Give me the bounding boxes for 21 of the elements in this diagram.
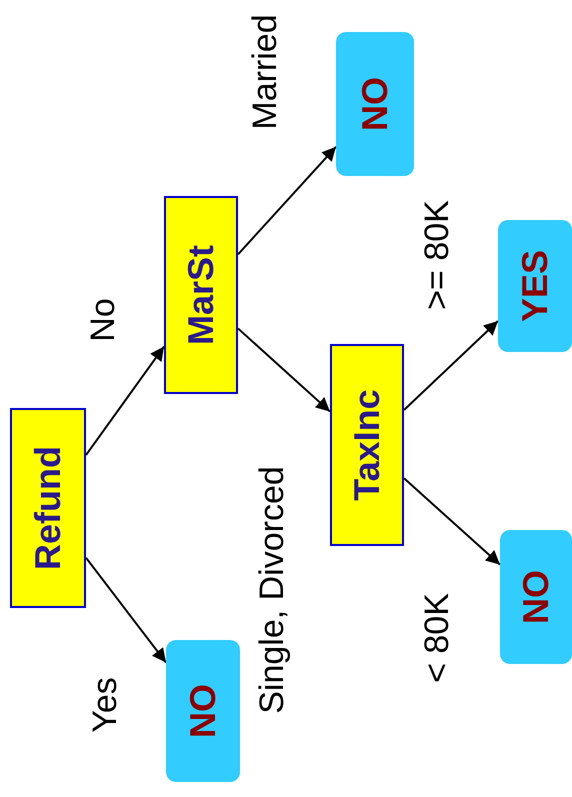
attribute-test-box — [330, 344, 404, 546]
attribute-test-box — [164, 196, 238, 394]
arrow — [237, 146, 337, 256]
class-leaf-box — [500, 530, 572, 664]
attribute-test-box — [10, 408, 86, 608]
arrow — [85, 346, 165, 456]
class-leaf-box — [336, 32, 414, 176]
node-label: NO — [185, 684, 221, 738]
class-leaf-box — [166, 640, 240, 782]
node-label: Refund — [30, 446, 66, 570]
class-leaf-box — [498, 220, 572, 352]
arrow — [403, 320, 499, 411]
edge-label: Single, Divorced — [255, 466, 289, 714]
arrow — [403, 478, 501, 566]
arrow — [85, 557, 167, 664]
arrow — [237, 328, 331, 412]
node-label: TaxInc — [349, 389, 385, 501]
node-label: MarSt — [183, 244, 219, 346]
node-label: YES — [517, 250, 553, 322]
node-label: NO — [357, 77, 393, 131]
node-label: NO — [518, 570, 554, 624]
